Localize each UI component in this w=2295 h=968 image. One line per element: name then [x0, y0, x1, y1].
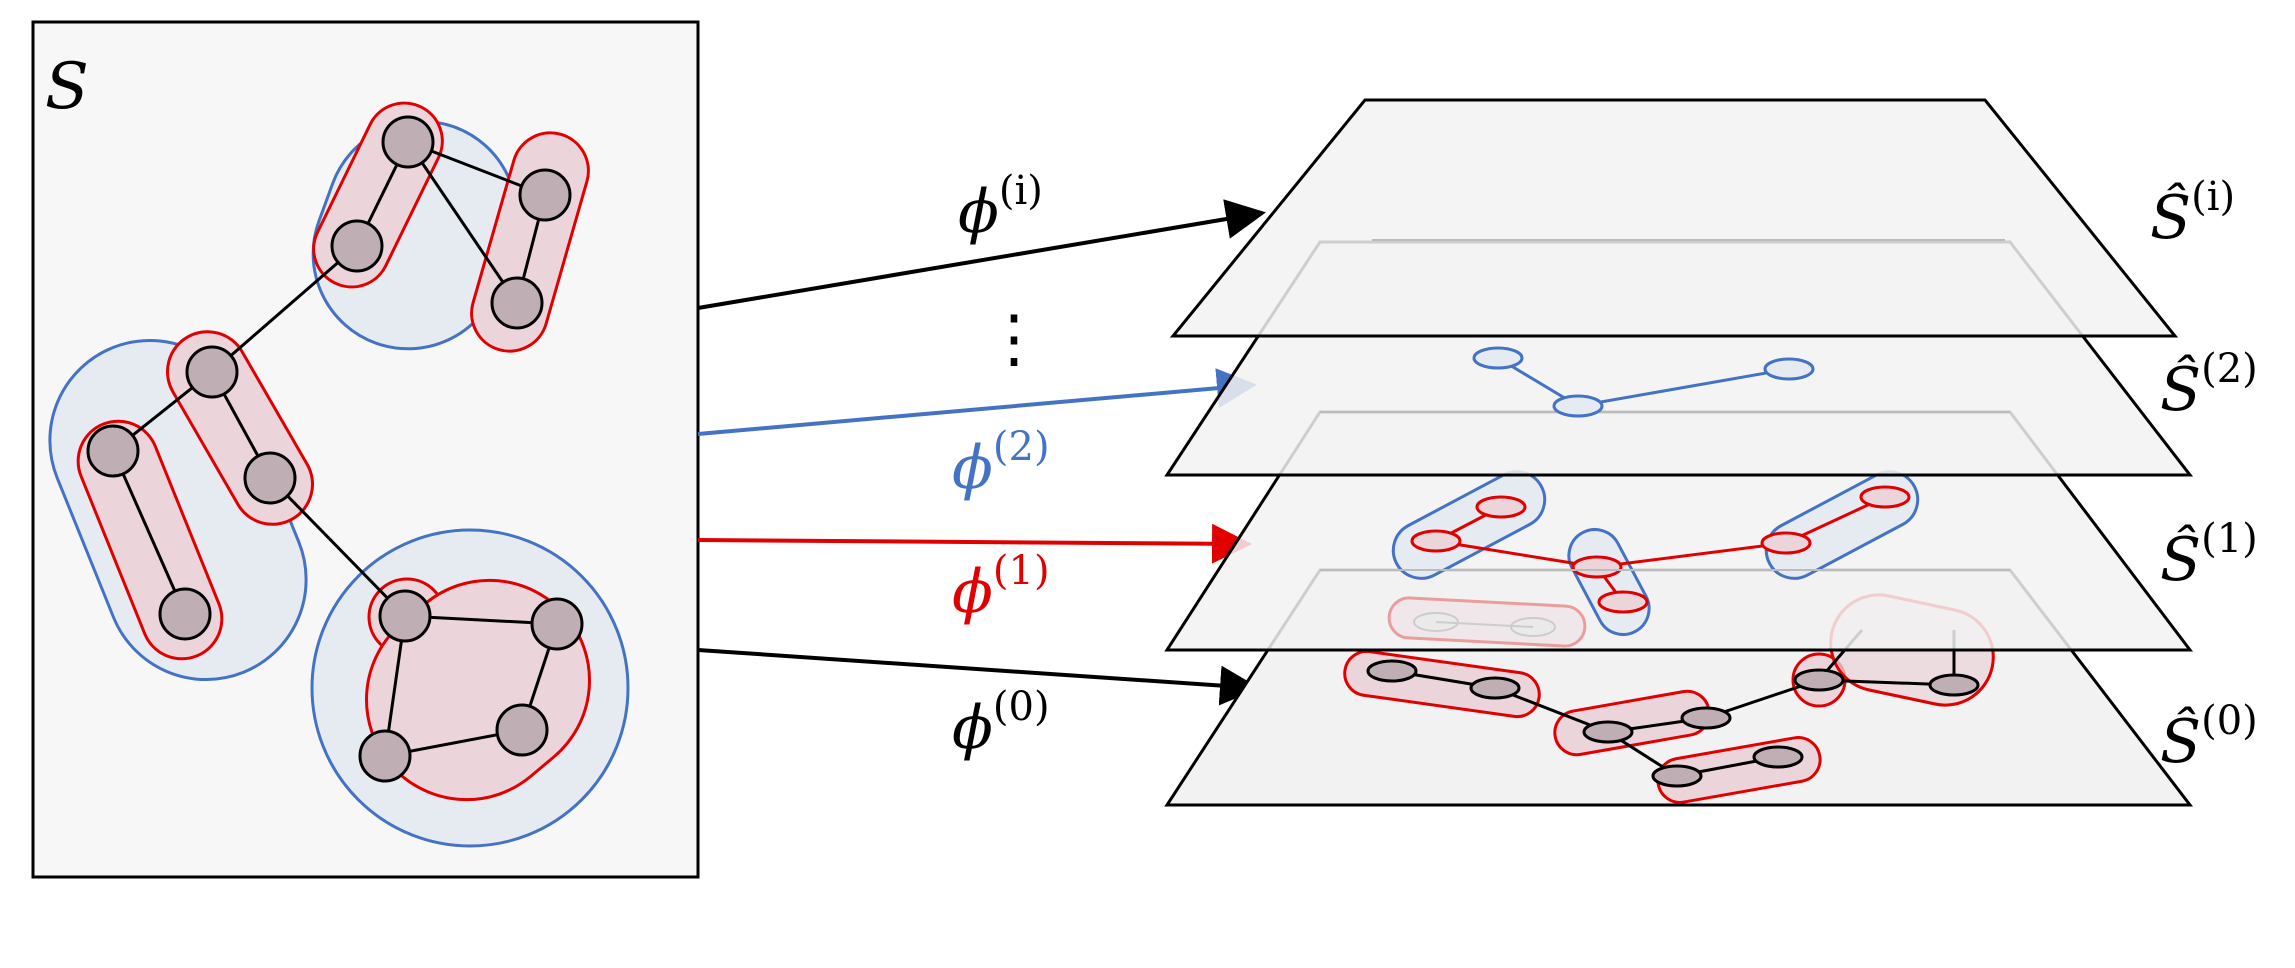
vertical-ellipsis: ⋮ [982, 302, 1046, 376]
arrow-phi-2 [697, 368, 1257, 436]
plane-0-nodes [1366, 659, 1980, 788]
edge [211, 244, 358, 374]
arrow-phi-0 [697, 648, 1260, 706]
node [86, 424, 140, 478]
node [381, 115, 435, 169]
level-label-0: Ŝ(0) [2160, 698, 2258, 777]
map-label-i: ϕ(i) [958, 168, 1043, 247]
node [490, 276, 544, 330]
level-planes [1164, 98, 2194, 807]
plane-i-surface [1169, 98, 2179, 338]
map-label-1: ϕ(1) [952, 548, 1050, 627]
edge [111, 450, 187, 615]
plane-2-nodes [1472, 346, 1815, 418]
node [530, 597, 584, 651]
node [358, 729, 412, 783]
plane-1-nodes [1410, 485, 1911, 614]
source-nodes [86, 115, 584, 783]
mapping-arrows [697, 199, 1266, 706]
level-label-2: Ŝ(2) [2160, 346, 2258, 425]
map-label-2: ϕ(2) [952, 424, 1050, 503]
source-label: S [45, 50, 89, 124]
plane-1-ghost [1387, 596, 1587, 648]
level-label-i: Ŝ(i) [2150, 174, 2235, 253]
node [243, 451, 297, 505]
edge [406, 141, 519, 304]
source-panel: S [31, 20, 700, 879]
node [495, 703, 549, 757]
node [518, 168, 572, 222]
arrow-phi-1 [697, 523, 1252, 564]
node [185, 345, 239, 399]
map-labels: ϕ(i) ⋮ ϕ(2) ϕ(1) ϕ(0) [952, 168, 1050, 763]
edge [268, 476, 407, 618]
node [158, 587, 212, 641]
node [378, 589, 432, 643]
node [330, 219, 384, 273]
map-label-0: ϕ(0) [952, 684, 1050, 763]
plane-level-i [1169, 98, 2179, 338]
level-labels: Ŝ(i) Ŝ(2) Ŝ(1) Ŝ(0) [2150, 174, 2258, 777]
arrow-phi-i [697, 199, 1266, 310]
level-label-1: Ŝ(1) [2160, 516, 2258, 595]
